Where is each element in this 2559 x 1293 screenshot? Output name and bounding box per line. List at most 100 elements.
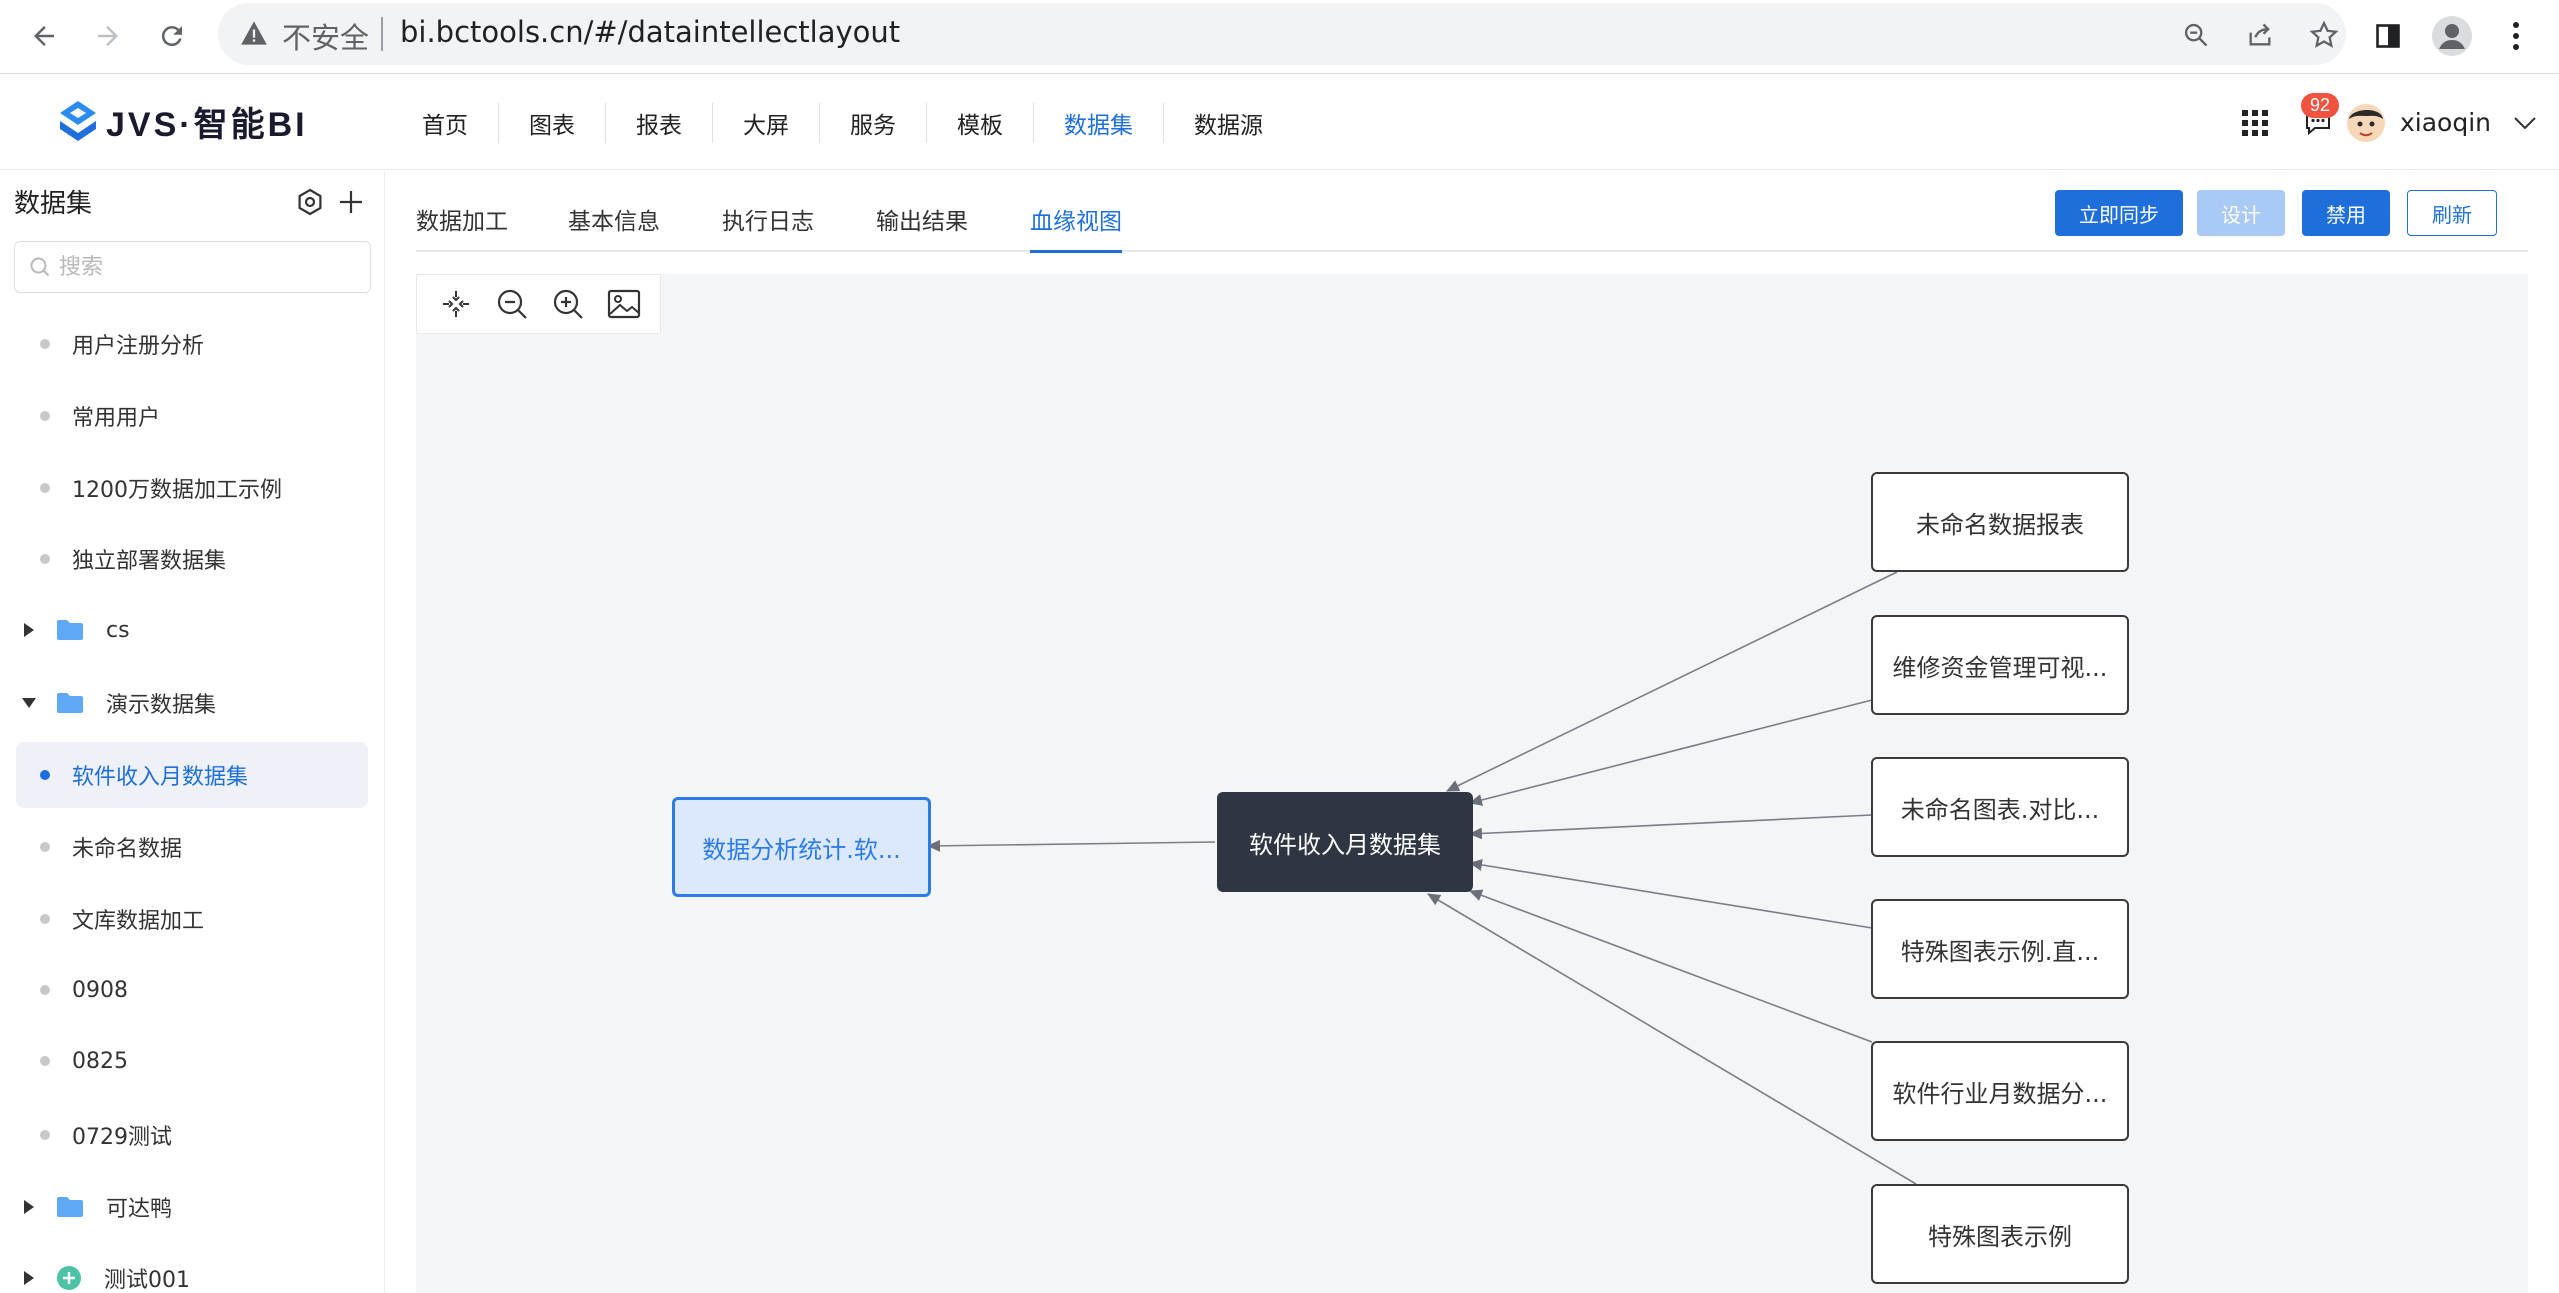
bookmark-star-icon[interactable]: [2304, 15, 2344, 55]
tab-basic-info[interactable]: 基本信息: [568, 209, 660, 235]
profile-avatar-icon[interactable]: [2428, 12, 2476, 60]
nav-divider: [605, 102, 606, 143]
folder-item[interactable]: 演示数据集: [16, 670, 368, 736]
lineage-edges: [927, 571, 1917, 1185]
nav-home[interactable]: 首页: [422, 112, 468, 139]
chevron-down-icon[interactable]: [2513, 116, 2537, 130]
lineage-source-node[interactable]: 特殊图表示例: [1871, 1184, 2129, 1284]
list-item[interactable]: 用户注册分析: [16, 311, 368, 377]
zoom-in-icon[interactable]: [547, 283, 589, 325]
nav-divider: [1033, 102, 1034, 143]
bullet-dot: [40, 339, 50, 349]
list-item-label: 用户注册分析: [72, 334, 205, 359]
browser-menu-icon[interactable]: [2492, 12, 2540, 60]
zoom-out-icon[interactable]: [491, 283, 533, 325]
lineage-canvas[interactable]: 数据分析统计.软... 软件收入月数据集 未命名数据报表 维修资金管理可视...…: [416, 274, 2528, 1293]
address-bar[interactable]: 不安全 bi.bctools.cn/#/dataintellectlayout: [218, 3, 2346, 65]
list-item-label: 0825: [72, 1048, 128, 1074]
edge-center-to-target: [927, 839, 1216, 852]
list-item-label: 常用用户: [72, 406, 161, 431]
nav-bigscreen[interactable]: 大屏: [743, 112, 789, 139]
share-icon[interactable]: [2240, 15, 2280, 55]
list-item[interactable]: 0729测试: [16, 1102, 368, 1168]
bullet-dot: [40, 770, 50, 780]
bullet-dot: [40, 483, 50, 493]
nav-services[interactable]: 服务: [850, 112, 896, 139]
list-item-label: cs: [106, 617, 130, 643]
nav-templates[interactable]: 模板: [957, 112, 1003, 139]
sidebar-title: 数据集: [14, 189, 93, 219]
list-item[interactable]: 软件收入月数据集: [16, 742, 368, 808]
list-item-label: 1200万数据加工示例: [72, 478, 282, 503]
apps-grid-icon[interactable]: [2241, 109, 2268, 136]
zoom-icon[interactable]: [2176, 15, 2216, 55]
bullet-dot: [40, 554, 50, 564]
nav-reports[interactable]: 报表: [636, 112, 682, 139]
lineage-source-node[interactable]: 特殊图表示例.直...: [1871, 899, 2129, 999]
list-item-label: 0908: [72, 977, 128, 1003]
list-item[interactable]: 文库数据加工: [16, 886, 368, 952]
url-text[interactable]: bi.bctools.cn/#/dataintellectlayout: [400, 15, 901, 49]
nav-datasources[interactable]: 数据源: [1194, 112, 1263, 139]
list-item[interactable]: 未命名数据: [16, 814, 368, 880]
list-item[interactable]: 1200万数据加工示例: [16, 455, 368, 521]
tab-data-processing[interactable]: 数据加工: [416, 209, 508, 235]
folder-item[interactable]: 测试001: [16, 1245, 368, 1293]
list-item[interactable]: 0908: [16, 957, 368, 1023]
nav-charts[interactable]: 图表: [529, 112, 575, 139]
nav-divider: [712, 102, 713, 143]
list-item[interactable]: 常用用户: [16, 383, 368, 449]
app-header: JVS·智能BI 首页 图表 报表 大屏 服务 模板 数据集 数据源 xiaoq…: [0, 75, 2559, 170]
user-avatar[interactable]: [2346, 103, 2386, 143]
username[interactable]: xiaoqin: [2399, 108, 2491, 137]
dataset-sidebar: 数据集: [0, 171, 385, 1293]
dataset-tabs: 数据加工 基本信息 执行日志 输出结果 血缘视图: [416, 188, 2528, 253]
folder-item[interactable]: 可达鸭: [16, 1174, 368, 1240]
refresh-button[interactable]: 刷新: [2407, 190, 2497, 236]
list-item-label: 独立部署数据集: [72, 549, 227, 574]
list-item[interactable]: 0825: [16, 1028, 368, 1094]
reload-button[interactable]: [146, 10, 198, 62]
top-navigation: 首页 图表 报表 大屏 服务 模板 数据集 数据源: [392, 75, 1293, 170]
lineage-target-node[interactable]: 数据分析统计.软...: [672, 797, 931, 897]
notification-badge: 92: [2301, 93, 2340, 118]
nav-divider: [926, 102, 927, 143]
lineage-source-node[interactable]: 维修资金管理可视...: [1871, 615, 2129, 715]
list-item-label: 文库数据加工: [72, 909, 205, 934]
search-input[interactable]: [59, 251, 359, 283]
tab-execution-log[interactable]: 执行日志: [722, 209, 814, 235]
fit-view-icon[interactable]: [435, 283, 477, 325]
lineage-source-node[interactable]: 软件行业月数据分...: [1871, 1041, 2129, 1141]
tab-lineage-view[interactable]: 血缘视图: [1030, 202, 1122, 253]
sync-now-button[interactable]: 立即同步: [2055, 190, 2183, 236]
list-item[interactable]: 独立部署数据集: [16, 526, 368, 592]
forward-button[interactable]: [82, 10, 134, 62]
lineage-source-node[interactable]: 未命名图表.对比...: [1871, 757, 2129, 857]
disable-button[interactable]: 禁用: [2302, 190, 2390, 236]
back-button[interactable]: [18, 10, 70, 62]
design-button[interactable]: 设计: [2197, 190, 2285, 236]
nav-datasets[interactable]: 数据集: [1064, 112, 1133, 139]
settings-icon[interactable]: [293, 185, 327, 219]
side-panel-icon[interactable]: [2364, 12, 2412, 60]
caret-down-icon[interactable]: [20, 697, 38, 709]
caret-right-icon[interactable]: [20, 1270, 38, 1286]
tab-output-result[interactable]: 输出结果: [876, 209, 968, 235]
add-icon[interactable]: [334, 185, 368, 219]
caret-right-icon[interactable]: [20, 1199, 38, 1215]
lineage-center-node[interactable]: 软件收入月数据集: [1217, 792, 1473, 892]
logo-icon: [60, 100, 96, 141]
folder-icon: [56, 619, 84, 641]
folder-item[interactable]: cs: [16, 597, 368, 663]
nav-divider: [1163, 102, 1164, 143]
user-area: xiaoqin: [2241, 75, 2537, 170]
export-image-icon[interactable]: [603, 283, 645, 325]
search-box[interactable]: [14, 241, 371, 293]
bullet-dot: [40, 1130, 50, 1140]
lineage-source-node[interactable]: 未命名数据报表: [1871, 472, 2129, 572]
list-item-label: 可达鸭: [106, 1197, 173, 1222]
edge-source-1: [1446, 571, 1898, 792]
caret-right-icon[interactable]: [20, 622, 38, 638]
edge-source-3: [1469, 814, 1873, 840]
app-logo[interactable]: JVS·智能BI: [56, 97, 308, 146]
